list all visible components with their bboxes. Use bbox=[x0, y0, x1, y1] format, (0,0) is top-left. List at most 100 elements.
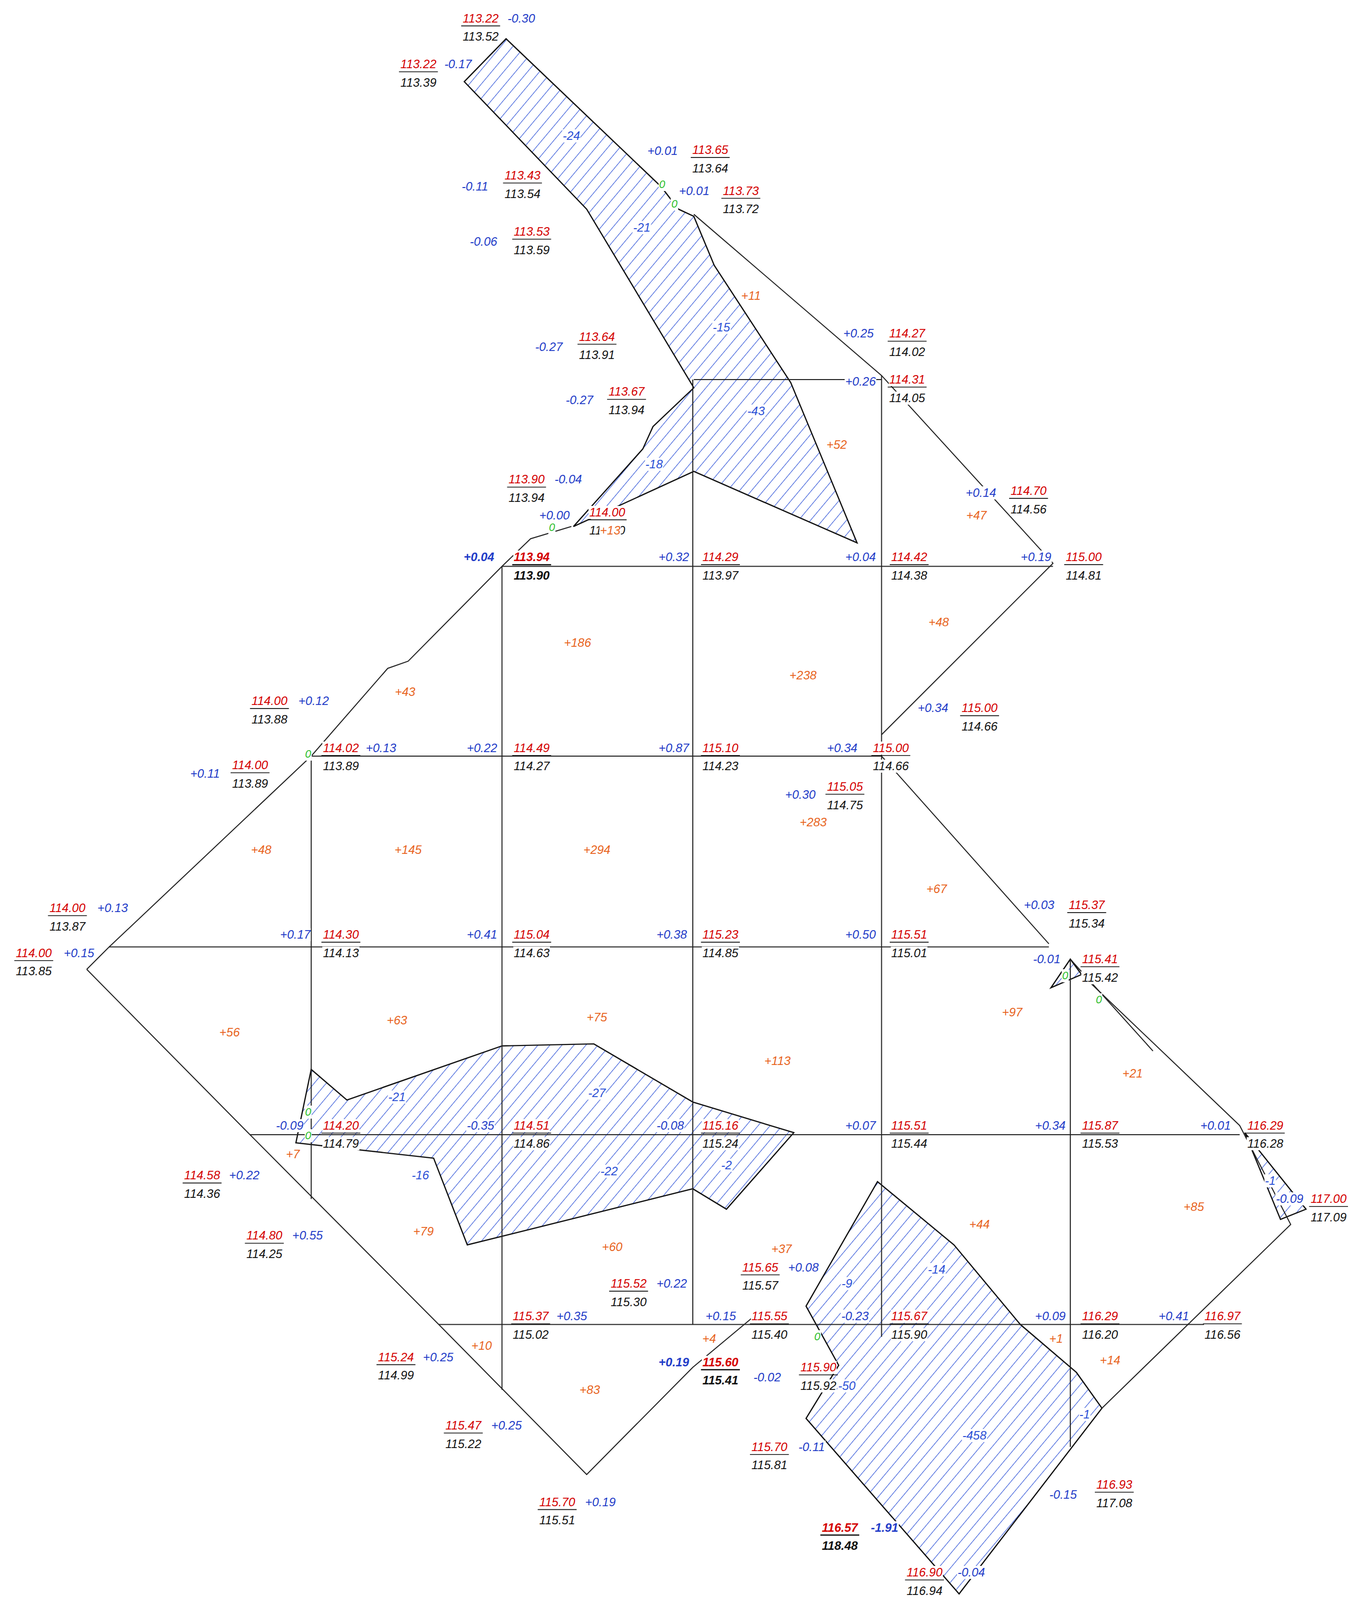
zero-point: 0 bbox=[304, 747, 312, 761]
label-underline bbox=[511, 1322, 551, 1324]
existing-elevation: 113.64 bbox=[691, 161, 729, 175]
design-elevation: 115.00 bbox=[960, 701, 999, 715]
fill-volume: +60 bbox=[601, 1240, 624, 1254]
design-elevation: 115.60 bbox=[701, 1355, 739, 1369]
fill-volume: +79 bbox=[412, 1224, 435, 1238]
existing-elevation: 113.72 bbox=[722, 202, 760, 216]
existing-elevation: 114.23 bbox=[701, 759, 739, 773]
design-elevation: 115.52 bbox=[610, 1276, 648, 1290]
fill-volume: +48 bbox=[927, 615, 950, 629]
label-underline bbox=[887, 340, 927, 342]
zero-point: 0 bbox=[1095, 993, 1103, 1007]
zero-point: 0 bbox=[304, 1105, 312, 1119]
label-underline bbox=[607, 399, 647, 401]
fill-volume: +13 bbox=[599, 523, 622, 537]
cut-volume: -22 bbox=[600, 1164, 619, 1178]
label-underline bbox=[577, 343, 617, 345]
label-underline bbox=[507, 486, 547, 488]
fill-volume: +67 bbox=[925, 882, 948, 896]
work-mark: +0.01 bbox=[1200, 1118, 1232, 1132]
cut-volume: -21 bbox=[632, 221, 652, 235]
design-elevation: 113.90 bbox=[508, 472, 546, 486]
work-mark: +0.01 bbox=[646, 144, 679, 158]
existing-elevation: 113.59 bbox=[513, 243, 551, 257]
work-mark: +0.50 bbox=[844, 927, 877, 941]
work-mark: -0.02 bbox=[752, 1370, 782, 1384]
label-underline bbox=[1064, 563, 1104, 565]
work-mark: -1.91 bbox=[870, 1520, 899, 1534]
work-mark: +0.25 bbox=[842, 326, 875, 340]
existing-elevation: 115.81 bbox=[750, 1458, 789, 1472]
label-underline bbox=[700, 563, 740, 565]
label-underline bbox=[1203, 1322, 1243, 1324]
design-elevation: 114.31 bbox=[888, 372, 926, 386]
grid-line bbox=[501, 565, 1053, 567]
zero-point: 0 bbox=[304, 1128, 312, 1142]
existing-elevation: 113.94 bbox=[508, 491, 546, 505]
cut-volume: -9 bbox=[841, 1276, 853, 1290]
design-elevation: 114.27 bbox=[888, 326, 926, 340]
existing-elevation: 114.81 bbox=[1065, 568, 1103, 583]
fill-volume: +52 bbox=[826, 438, 848, 452]
cut-volume: -15 bbox=[712, 320, 731, 334]
work-mark: +0.55 bbox=[291, 1228, 324, 1242]
label-underline bbox=[14, 959, 54, 961]
existing-elevation: 114.05 bbox=[888, 391, 926, 405]
cut-volume: -458 bbox=[961, 1428, 988, 1442]
grid-line bbox=[692, 379, 694, 1324]
label-underline bbox=[512, 563, 552, 566]
label-underline bbox=[587, 519, 627, 521]
existing-elevation: 114.02 bbox=[888, 345, 926, 359]
existing-elevation: 115.24 bbox=[701, 1136, 739, 1150]
design-elevation: 116.90 bbox=[905, 1565, 943, 1579]
design-elevation: 114.42 bbox=[890, 550, 928, 564]
label-underline bbox=[887, 386, 927, 388]
work-mark: -0.04 bbox=[553, 472, 583, 486]
fill-volume: +145 bbox=[394, 843, 423, 857]
existing-elevation: 115.40 bbox=[750, 1327, 789, 1341]
fill-volume: +97 bbox=[1001, 1005, 1024, 1019]
label-underline bbox=[245, 1242, 285, 1244]
design-elevation: 115.00 bbox=[1065, 550, 1103, 564]
work-mark: -0.35 bbox=[466, 1118, 495, 1132]
design-elevation: 113.67 bbox=[608, 384, 646, 399]
label-underline bbox=[1308, 1205, 1348, 1207]
work-mark: +0.87 bbox=[658, 741, 690, 755]
existing-elevation: 114.27 bbox=[513, 759, 551, 773]
zero-point: 0 bbox=[813, 1329, 821, 1343]
work-mark: +0.09 bbox=[1034, 1309, 1067, 1323]
label-underline bbox=[820, 1533, 860, 1536]
work-mark: -0.23 bbox=[840, 1309, 870, 1323]
work-mark: +0.34 bbox=[917, 701, 949, 715]
grid-line bbox=[881, 375, 883, 1337]
design-elevation: 115.24 bbox=[377, 1350, 415, 1364]
cut-area bbox=[1244, 1132, 1306, 1220]
existing-elevation: 114.99 bbox=[377, 1368, 415, 1382]
work-mark: +0.15 bbox=[63, 946, 95, 960]
design-elevation: 116.29 bbox=[1246, 1118, 1284, 1132]
fill-volume: +238 bbox=[789, 668, 818, 682]
existing-elevation: 113.91 bbox=[578, 348, 616, 362]
fill-volume: +75 bbox=[586, 1010, 608, 1024]
existing-elevation: 118.48 bbox=[821, 1538, 859, 1553]
cut-volume: -1 bbox=[1264, 1174, 1276, 1188]
work-mark: +0.04 bbox=[844, 550, 877, 564]
work-mark: -0.01 bbox=[1032, 952, 1062, 966]
work-mark: -0.06 bbox=[469, 235, 498, 249]
work-mark: -0.04 bbox=[956, 1565, 986, 1579]
design-elevation: 115.47 bbox=[444, 1418, 482, 1432]
existing-elevation: 114.85 bbox=[701, 946, 739, 960]
work-mark: +0.22 bbox=[656, 1276, 688, 1290]
fill-volume: +11 bbox=[740, 289, 762, 303]
label-underline bbox=[230, 771, 270, 773]
existing-elevation: 113.52 bbox=[462, 30, 500, 44]
design-elevation: 115.55 bbox=[750, 1309, 789, 1323]
work-mark: +0.38 bbox=[656, 927, 688, 941]
label-underline bbox=[904, 1579, 944, 1581]
label-underline bbox=[609, 1290, 649, 1292]
cut-volume: -27 bbox=[587, 1086, 607, 1100]
design-elevation: 113.73 bbox=[722, 184, 760, 198]
existing-elevation: 115.92 bbox=[800, 1379, 838, 1393]
work-mark: +0.30 bbox=[784, 788, 817, 802]
boundary-line bbox=[881, 755, 1050, 944]
